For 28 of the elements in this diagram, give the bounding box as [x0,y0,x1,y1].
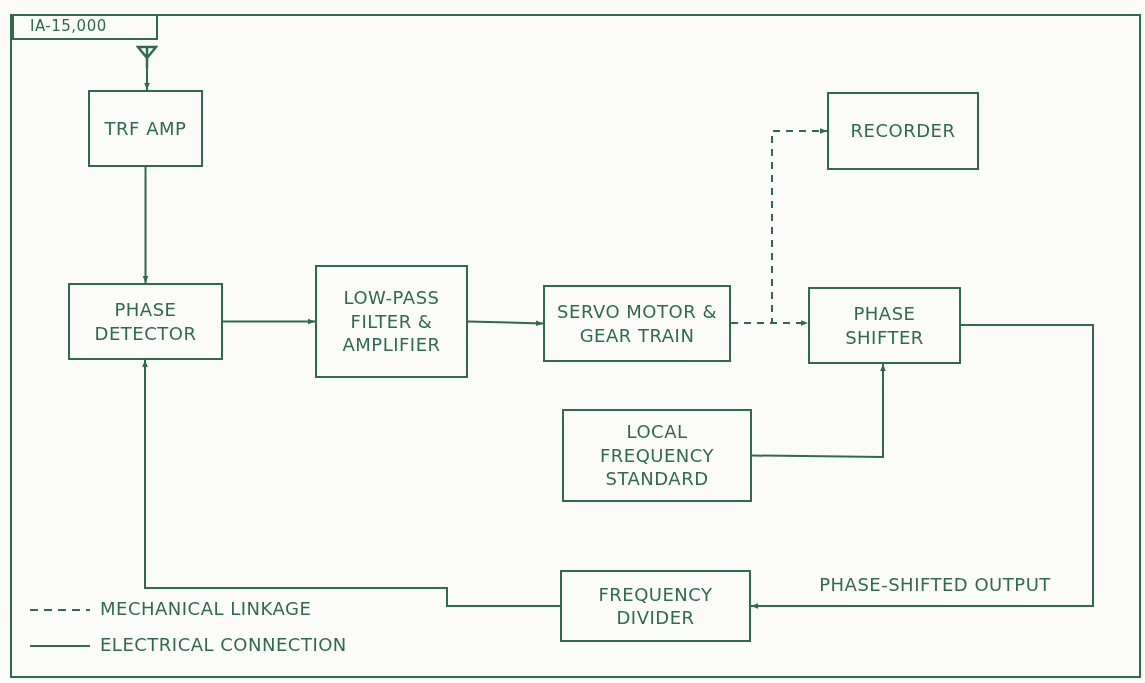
block-label: TRF AMP [103,116,188,141]
block-label: PHASE SHIFTER [844,302,925,349]
arrow [467,320,544,327]
dashed-arrow [730,128,828,324]
block-label: LOCAL FREQUENCY STANDARD [598,420,716,491]
legend-label: ELECTRICAL CONNECTION [100,634,347,655]
block-label: RECORDER [849,119,957,143]
block-label: PHASE DETECTOR [93,298,198,345]
block-box [315,265,468,378]
arrow [142,359,561,607]
arrow [750,324,1094,609]
arrow [751,363,886,458]
block-box [543,285,731,362]
block-label: FREQUENCY DIVIDER [597,582,714,630]
block-box [562,409,752,502]
block-box [68,283,223,360]
block-box [88,90,203,167]
block-label: SERVO MOTOR & GEAR TRAIN [556,300,718,347]
block-box [560,570,751,642]
arrow [144,67,150,91]
block-box [808,287,961,364]
block-label: IA-15,000 [29,17,108,37]
block-box [827,92,979,170]
block-label: LOW-PASS FILTER & AMPLIFIER [341,286,442,357]
arrow [222,318,316,325]
legend-label: MECHANICAL LINKAGE [100,598,312,619]
title-tab [12,14,158,40]
arrow [142,166,149,284]
